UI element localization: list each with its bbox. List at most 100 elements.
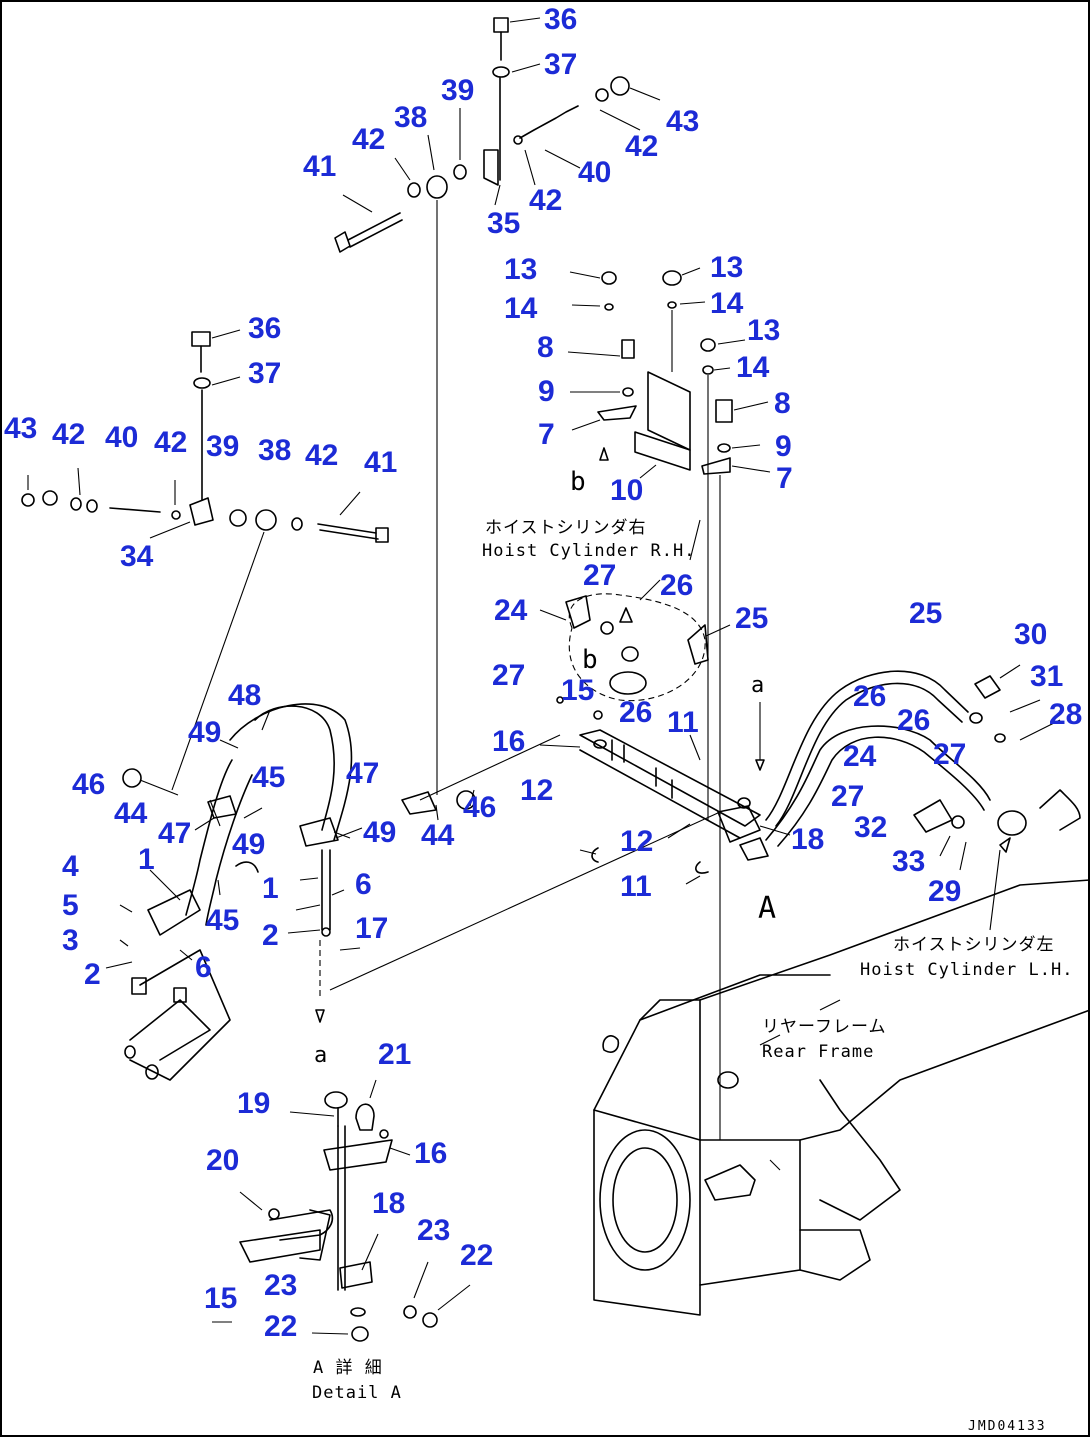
callout-11-b: 11 xyxy=(620,870,652,903)
callout-6-b: 6 xyxy=(355,868,372,901)
callout-13-a: 13 xyxy=(504,253,537,286)
callout-14-b: 14 xyxy=(710,287,744,320)
callout-24-a: 24 xyxy=(494,594,528,627)
callout-15-a: 15 xyxy=(561,674,594,707)
callout-8-a: 8 xyxy=(537,331,554,364)
callout-17: 17 xyxy=(355,912,388,945)
center-bracket-assembly xyxy=(567,267,771,1140)
callout-1-b: 1 xyxy=(262,872,279,905)
hoist-cylinder-rh-jp: ホイストシリンダ右 xyxy=(485,518,647,538)
callout-39-top: 39 xyxy=(441,74,474,107)
callout-2-b: 2 xyxy=(262,919,279,952)
callout-26-a: 26 xyxy=(660,569,693,602)
section-mark-b-left: b xyxy=(570,467,587,497)
rear-frame-en: Rear Frame xyxy=(762,1042,874,1062)
drawing-reference: JMD04133 xyxy=(968,1419,1047,1434)
callout-16-a: 16 xyxy=(492,725,525,758)
callout-22-a: 22 xyxy=(460,1239,493,1272)
callout-6-a: 6 xyxy=(195,951,212,984)
callout-37-top: 37 xyxy=(544,48,577,81)
hoist-cylinder-rh-mount xyxy=(539,519,731,702)
callout-27-d: 27 xyxy=(831,780,864,813)
callout-27-b: 27 xyxy=(492,659,525,692)
callout-36-left: 36 xyxy=(248,312,281,345)
callout-36-top: 36 xyxy=(544,3,577,36)
callout-33: 33 xyxy=(892,845,925,878)
callout-44-a: 44 xyxy=(114,797,148,830)
callout-42-left-b: 42 xyxy=(154,426,187,459)
detail-a-en: Detail A xyxy=(312,1383,402,1403)
annotations: ホイストシリンダ右 Hoist Cylinder R.H. ホイストシリンダ左 … xyxy=(312,467,1073,1434)
callout-44-b: 44 xyxy=(421,819,455,852)
callout-18-a: 18 xyxy=(791,823,824,856)
callout-23-b: 23 xyxy=(264,1269,297,1302)
detail-a-assembly xyxy=(212,1079,471,1342)
callout-42-left-a: 42 xyxy=(52,418,85,451)
callout-4: 4 xyxy=(62,850,79,883)
callout-42-top-c: 42 xyxy=(529,184,562,217)
callout-48: 48 xyxy=(228,679,261,712)
callout-15-b: 15 xyxy=(204,1282,237,1315)
callout-45-a: 45 xyxy=(252,761,285,794)
section-mark-b-mid: b xyxy=(582,645,599,675)
callout-10: 10 xyxy=(610,474,643,507)
callout-45-b: 45 xyxy=(206,904,239,937)
upper-center-bolt-assembly xyxy=(334,108,467,795)
callout-13-c: 13 xyxy=(747,314,780,347)
callout-37-left: 37 xyxy=(248,357,281,390)
section-mark-a-top: a xyxy=(751,673,765,698)
callout-3: 3 xyxy=(62,924,79,957)
callout-5: 5 xyxy=(62,889,79,922)
callout-26-c: 26 xyxy=(853,680,886,713)
callout-39-left: 39 xyxy=(206,430,239,463)
callout-28: 28 xyxy=(1049,698,1082,731)
callout-19: 19 xyxy=(237,1087,270,1120)
left-bolt-assembly xyxy=(21,329,389,791)
callout-8-b: 8 xyxy=(774,387,791,420)
hoist-cylinder-lh-en: Hoist Cylinder L.H. xyxy=(860,960,1073,980)
callout-18-b: 18 xyxy=(372,1187,405,1220)
callout-43-top: 43 xyxy=(666,105,699,138)
callout-35: 35 xyxy=(487,207,520,240)
callout-13-b: 13 xyxy=(710,251,743,284)
center-hose-assembly xyxy=(539,696,791,885)
callout-21: 21 xyxy=(378,1038,411,1071)
hoist-cylinder-lh-jp: ホイストシリンダ左 xyxy=(893,935,1055,955)
callout-2-a: 2 xyxy=(84,958,101,991)
callout-11-a: 11 xyxy=(667,706,699,739)
callout-42-top-b: 42 xyxy=(625,130,658,163)
callout-12-b: 12 xyxy=(620,825,653,858)
callout-41-left: 41 xyxy=(364,446,397,479)
rear-frame xyxy=(593,879,1090,1316)
callout-30: 30 xyxy=(1014,618,1047,651)
callout-40-top: 40 xyxy=(578,156,611,189)
section-mark-a-bottom: a xyxy=(314,1043,328,1068)
callout-27-c: 27 xyxy=(933,738,966,771)
callout-26-b: 26 xyxy=(619,696,652,729)
callout-38-top: 38 xyxy=(394,101,427,134)
callout-7-b: 7 xyxy=(776,462,793,495)
callout-31: 31 xyxy=(1030,660,1063,693)
callout-46-a: 46 xyxy=(72,768,105,801)
callout-47-a: 47 xyxy=(346,757,379,790)
callout-24-b: 24 xyxy=(843,740,877,773)
callout-49-b: 49 xyxy=(363,816,396,849)
callout-49-c: 49 xyxy=(232,828,265,861)
callout-34: 34 xyxy=(120,540,154,573)
right-hose-assembly xyxy=(765,664,1081,931)
callout-41-top: 41 xyxy=(303,150,336,183)
callout-7-a: 7 xyxy=(538,418,555,451)
callout-1-a: 1 xyxy=(138,843,155,876)
callout-40-left: 40 xyxy=(105,421,138,454)
callout-16-b: 16 xyxy=(414,1137,447,1170)
left-hose-assembly xyxy=(105,703,721,1081)
callout-46-b: 46 xyxy=(463,791,496,824)
callout-20: 20 xyxy=(206,1144,239,1177)
callout-9-b: 9 xyxy=(775,430,792,463)
view-a-label: A xyxy=(758,891,777,926)
upper-right-rod-assembly xyxy=(483,17,661,206)
callout-12-a: 12 xyxy=(520,774,553,807)
callout-27-a: 27 xyxy=(583,559,616,592)
